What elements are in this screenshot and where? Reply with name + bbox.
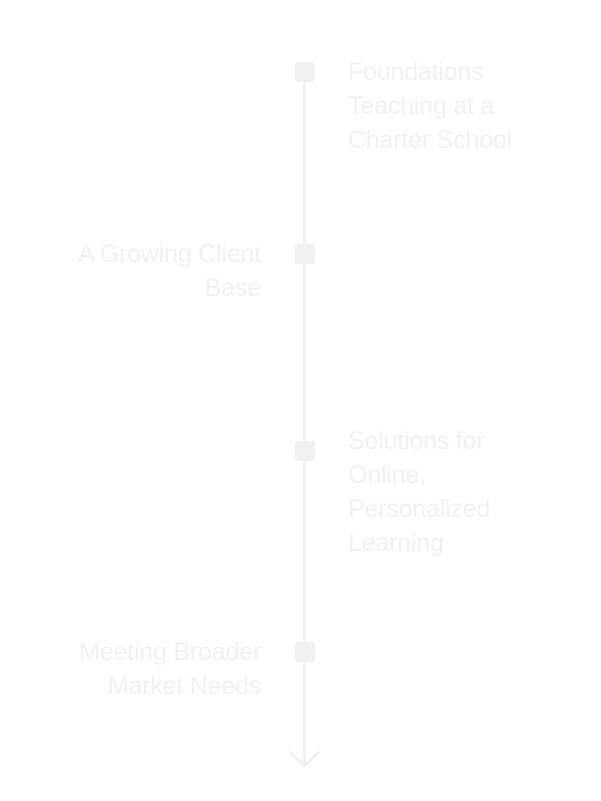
milestone-label-1-line-3: Charter School — [348, 126, 512, 154]
milestone-label-3-line-3: Personalized — [348, 495, 491, 523]
milestone-label-3-line-2: Online, — [348, 461, 426, 489]
milestone-label-1-line-1: Foundations — [348, 58, 484, 86]
milestone-marker-3 — [295, 441, 315, 461]
milestone-label-3-line-1: Solutions for — [348, 427, 485, 455]
down-arrow-icon — [288, 750, 321, 768]
milestone-label-4-line-1: Meeting Broader — [79, 638, 261, 666]
milestone-marker-1 — [295, 62, 315, 82]
milestone-label-1-line-2: Teaching at a — [348, 92, 495, 120]
milestone-marker-2 — [295, 244, 315, 264]
milestone-marker-4 — [295, 642, 315, 662]
milestone-label-4: Meeting Broader Market Needs — [20, 635, 261, 703]
milestone-label-2-line-1: A Growing Client — [78, 240, 261, 268]
milestone-label-3-line-4: Learning — [348, 529, 444, 557]
milestone-label-3: Solutions for Online, Personalized Learn… — [348, 424, 593, 560]
milestone-label-2-line-2: Base — [204, 274, 261, 302]
milestone-label-4-line-2: Market Needs — [107, 672, 261, 700]
milestone-label-1: Foundations Teaching at a Charter School — [348, 55, 593, 157]
milestone-label-2: A Growing Client Base — [20, 237, 261, 305]
timeline-axis — [303, 62, 306, 766]
